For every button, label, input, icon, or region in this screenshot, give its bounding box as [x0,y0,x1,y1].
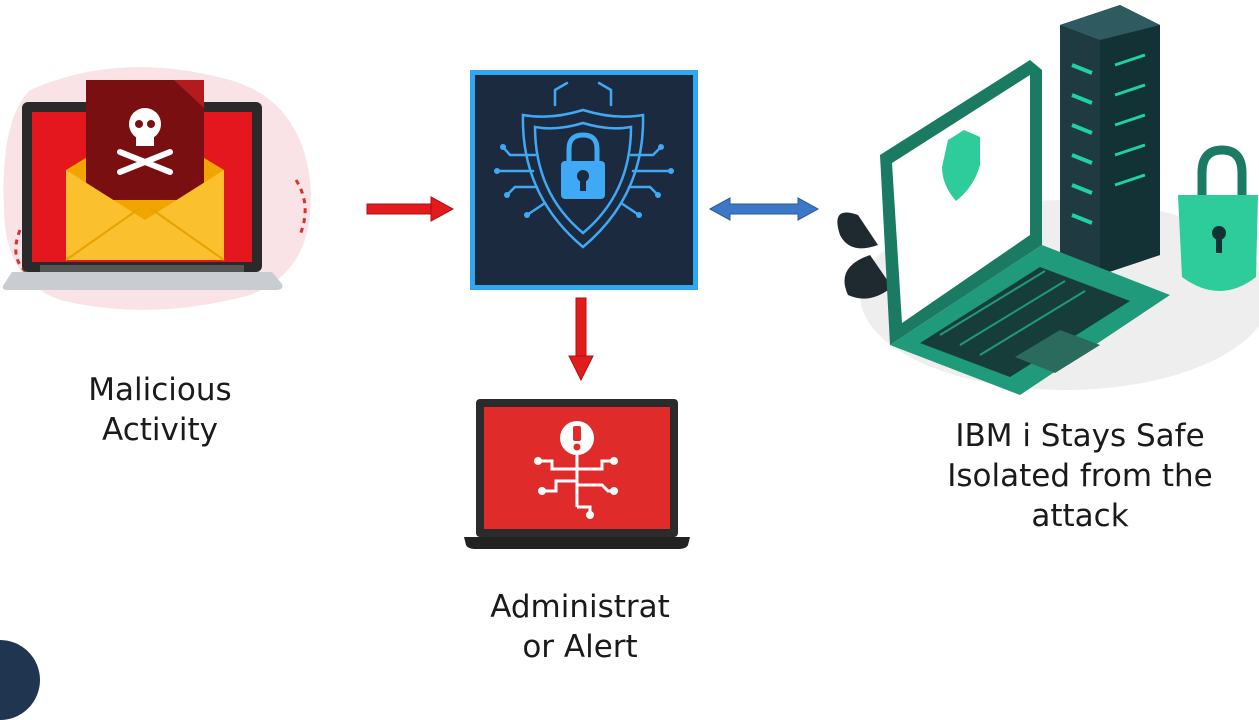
ibm-i-stays-safe-label: IBM i Stays Safe Isolated from the attac… [947,418,1213,534]
protected-server-laptop-icon [837,5,1259,395]
security-shield-lock-icon [494,81,674,249]
arrow-down [568,297,594,382]
arrow-right [366,196,455,222]
alert-laptop-icon [464,399,690,549]
security-panel [470,70,698,290]
malicious-email-laptop-icon [2,67,311,310]
malicious-activity-label: Malicious Activity [88,372,232,448]
bidirectional-arrow [708,197,820,221]
administrator-alert-label: Administrat or Alert [490,589,670,665]
corner-decoration [0,640,40,720]
